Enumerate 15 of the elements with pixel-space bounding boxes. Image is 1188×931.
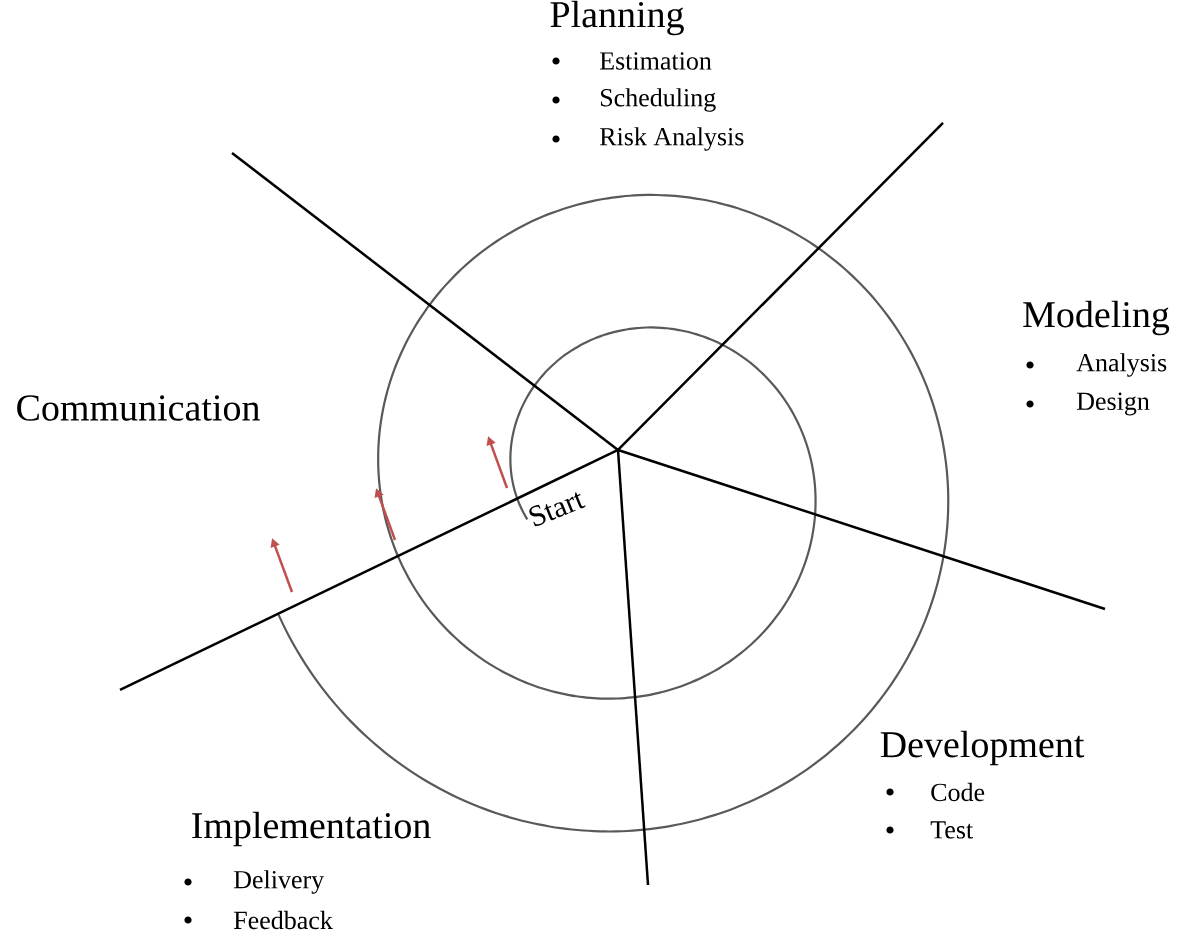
bullet-item: Scheduling (552, 88, 716, 112)
bullet-item: Code (886, 782, 985, 802)
bullet-item: Design (1026, 392, 1150, 416)
start-label: Start (529, 492, 586, 527)
phase-heading: Communication (17, 395, 260, 421)
bullet-item: Test (886, 821, 974, 839)
bullet-item: Analysis (1026, 353, 1167, 377)
phase-heading: Modeling (1023, 300, 1170, 336)
bullet-item: Delivery (184, 870, 325, 894)
phase-heading: Implementation (192, 811, 431, 847)
bullet-item: Risk Analysis (552, 127, 744, 151)
bullet-item: Estimation (552, 52, 712, 70)
phase-heading: Planning (550, 0, 684, 36)
bullet-item: Feedback (184, 910, 333, 930)
phase-heading: Development (880, 730, 1085, 766)
